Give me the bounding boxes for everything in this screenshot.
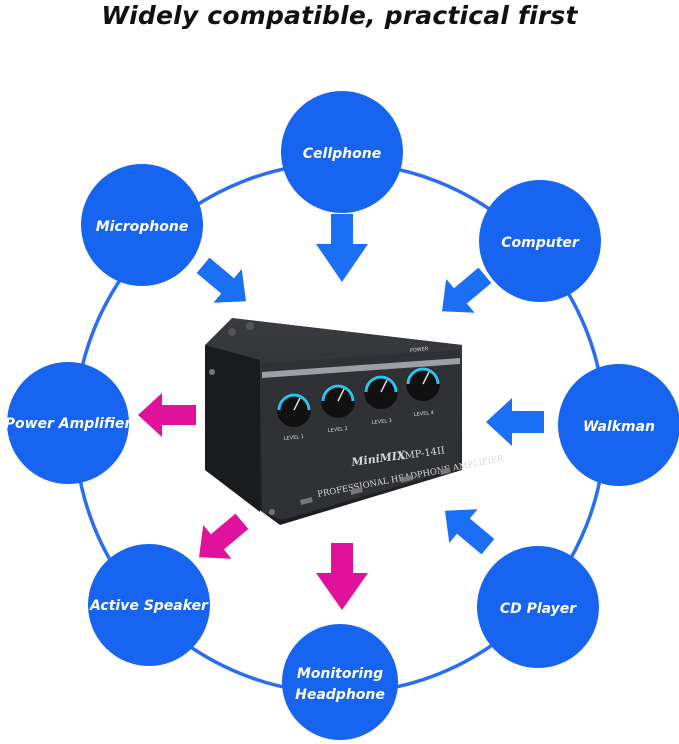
arrow-device-to-power-amplifier — [138, 393, 196, 437]
node-power-amplifier: Power Amplifier — [5, 362, 133, 484]
svg-text:Headphone: Headphone — [295, 687, 385, 703]
level-label-3: LEVEL 3 — [372, 418, 393, 426]
node-computer: Computer — [479, 180, 601, 302]
level-label-4: LEVEL 4 — [414, 410, 435, 418]
node-walkman: Walkman — [558, 364, 679, 486]
level-label-1: LEVEL 1 — [284, 434, 305, 442]
node-cellphone: Cellphone — [281, 91, 403, 213]
svg-text:Power Amplifier: Power Amplifier — [5, 416, 133, 432]
level-knob-3 — [364, 375, 398, 409]
node-microphone: Microphone — [81, 164, 203, 286]
arrow-cellphone-to-device — [316, 214, 368, 282]
svg-text:Walkman: Walkman — [583, 419, 655, 435]
node-cd-player: CD Player — [477, 546, 599, 668]
level-knob-2 — [321, 384, 355, 418]
arrow-walkman-to-device — [486, 398, 544, 446]
headphone-amplifier-device: LEVEL 1 LEVEL 2 LEVEL 3 LEVEL 4 POWER Mi… — [205, 318, 505, 525]
svg-text:Microphone: Microphone — [96, 219, 189, 235]
level-label-2: LEVEL 2 — [328, 426, 349, 434]
svg-text:Active Speaker: Active Speaker — [89, 598, 209, 614]
node-active-speaker: Active Speaker — [88, 544, 210, 666]
svg-text:Computer: Computer — [501, 235, 580, 251]
power-label: POWER — [410, 346, 430, 354]
node-monitoring-headphone: Monitoring Headphone — [282, 624, 398, 740]
level-knob-1 — [277, 393, 311, 427]
level-knob-4 — [406, 367, 440, 401]
arrow-microphone-to-device — [196, 257, 246, 303]
svg-text:Monitoring: Monitoring — [297, 666, 383, 682]
arrow-device-to-active-speaker — [199, 513, 249, 559]
arrow-device-to-headphone — [316, 543, 368, 610]
page-title: Widely compatible, practical first — [101, 1, 578, 30]
svg-text:Cellphone: Cellphone — [303, 146, 381, 162]
svg-text:CD Player: CD Player — [500, 601, 577, 617]
arrow-computer-to-device — [442, 267, 492, 313]
arrow-cdplayer-to-device — [445, 509, 495, 555]
